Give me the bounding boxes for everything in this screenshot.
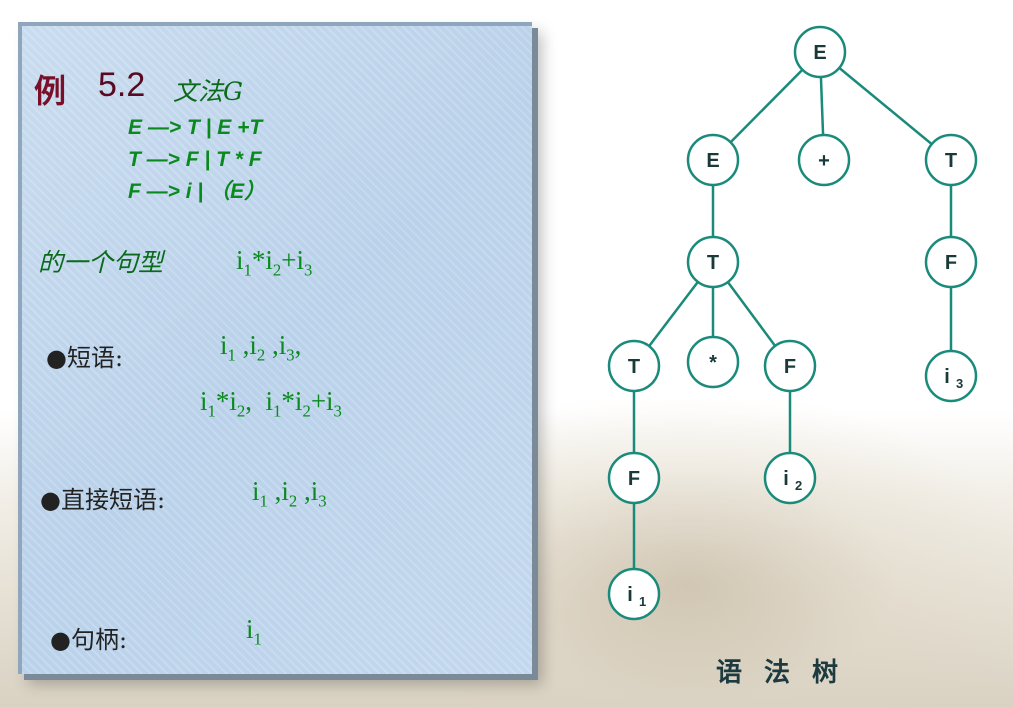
phrases-line2: i1*i2, i1*i2+i3 [200,386,342,421]
tree-node-t1: T [686,235,740,289]
grammar-label: 文法G [173,77,243,106]
handle-value: i1 [246,614,262,649]
svg-text:E: E [813,42,826,64]
svg-text:T: T [945,150,957,172]
svg-text:F: F [945,252,957,274]
grammar-rule-f: F —> i | （E） [128,180,266,203]
svg-text:+: + [818,150,830,172]
svg-text:T: T [628,356,640,378]
svg-text:3: 3 [956,376,963,391]
svg-text:F: F [784,356,796,378]
svg-text:1: 1 [639,594,646,609]
sentential-form-value: i1*i2+i3 [236,245,313,280]
phrases-label: ●短语: [46,344,124,372]
direct-phrases-value: i1 ,i2 ,i3 [252,476,327,511]
tree-node-t2: T [607,339,661,393]
svg-text:E: E [706,150,719,172]
direct-phrases-label: ●直接短语: [40,486,166,514]
content-panel [18,22,532,674]
tree-node-star: * [686,335,740,389]
svg-text:i: i [627,584,633,606]
example-number: 5.2 [98,66,146,104]
tree-node-f0: F [924,235,978,289]
tree-node-t0: T [924,133,978,187]
svg-text:2: 2 [795,478,802,493]
tree-edge [819,51,952,161]
background-photo [470,400,1013,707]
sentential-form-label: 的一个句型 [38,248,164,277]
svg-text:T: T [707,252,719,274]
tree-node-f1: F [763,339,817,393]
phrases-line1: i1 ,i2 ,i3, [220,330,302,365]
tree-caption: 语法树 [716,658,861,688]
svg-text:i: i [944,366,950,388]
example-label: 例 [34,72,67,110]
svg-text:i: i [783,468,789,490]
grammar-rule-e: E —> T | E +T [128,116,263,139]
tree-node-f2: F [607,451,661,505]
tree-node-plus: + [797,133,851,187]
grammar-rule-t: T —> F | T * F [128,148,262,171]
handle-label: ●句柄: [50,626,128,654]
svg-text:*: * [709,352,717,374]
tree-node-e0: E [793,25,847,79]
tree-node-e1: E [686,133,740,187]
svg-text:F: F [628,468,640,490]
